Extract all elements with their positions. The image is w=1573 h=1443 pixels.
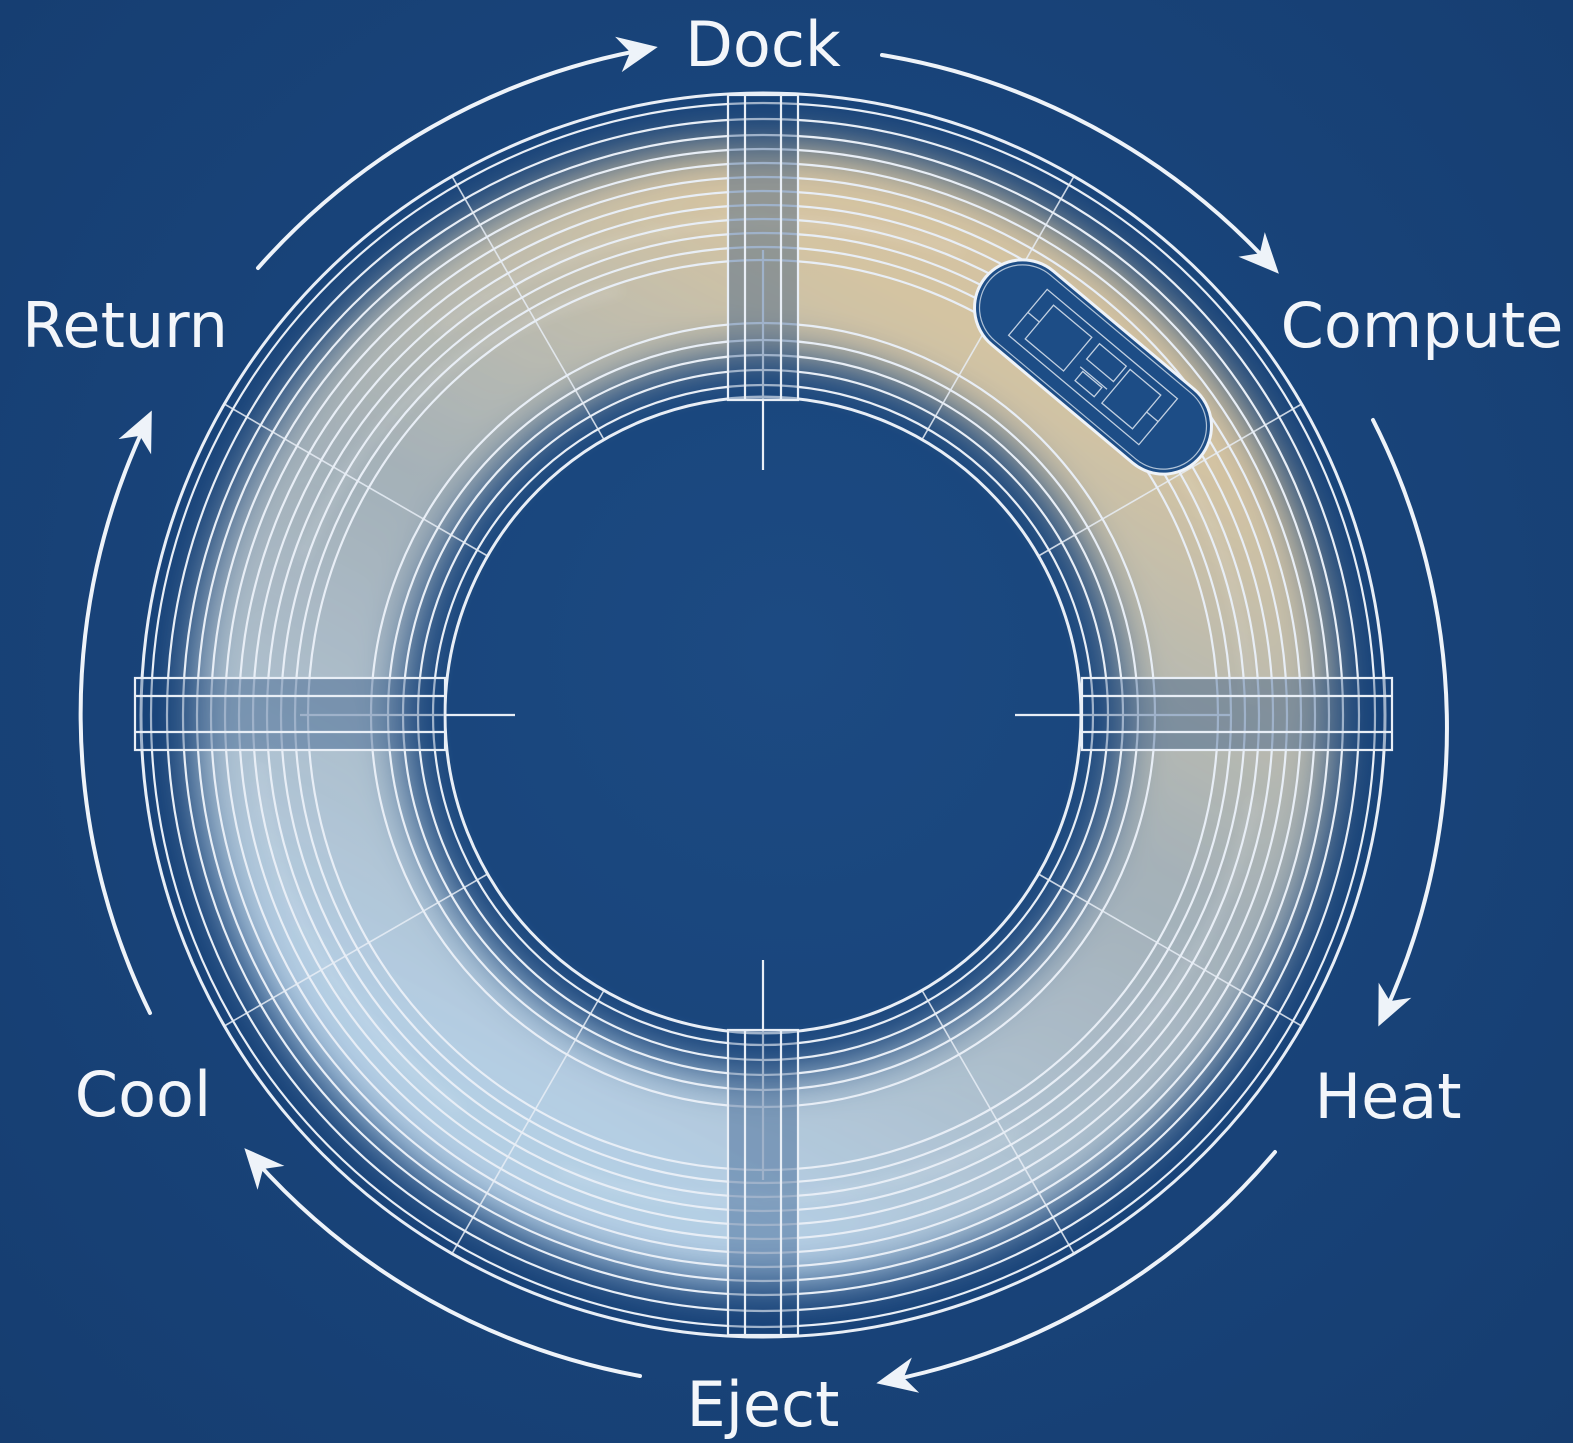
- radial-spoke: [223, 873, 488, 1027]
- stage-label-compute: Compute: [1281, 289, 1564, 362]
- arrow-dock-to-compute: [880, 53, 1279, 274]
- ring-line: [165, 117, 1361, 1313]
- radial-spoke: [1038, 403, 1303, 557]
- ring-line: [209, 161, 1317, 1269]
- ring-line: [416, 368, 1110, 1062]
- stage-label-return: Return: [22, 289, 228, 362]
- cycle-arrows: [78, 36, 1449, 1393]
- radial-spoke: [451, 175, 605, 440]
- ring-line: [251, 203, 1275, 1227]
- arrow-heat-to-eject: [876, 1150, 1277, 1393]
- ring-line: [443, 395, 1083, 1035]
- radial-spoke: [921, 990, 1075, 1255]
- ring-line: [195, 147, 1331, 1283]
- capsule-hull: [973, 258, 1213, 476]
- port-bottom: [726, 1028, 800, 1337]
- ring-line: [293, 245, 1233, 1185]
- stage-label-cool: Cool: [75, 1058, 211, 1131]
- port-top: [726, 93, 800, 402]
- capsule-interior: [1007, 288, 1179, 446]
- ring-line: [223, 175, 1303, 1255]
- radial-spoke: [1038, 873, 1303, 1027]
- ring-line: [181, 133, 1345, 1297]
- stage-labels: Dock Compute Heat Eject Cool Return: [22, 8, 1563, 1441]
- cardinal-markers: [133, 93, 1394, 1337]
- ring-line: [149, 101, 1377, 1329]
- ring-line: [237, 189, 1289, 1241]
- radial-spoke: [451, 990, 605, 1255]
- stage-label-dock: Dock: [685, 8, 841, 81]
- arrow-cool-to-return: [78, 410, 152, 1015]
- stage-label-heat: Heat: [1314, 1060, 1461, 1133]
- arrow-return-to-dock: [256, 36, 658, 270]
- arrow-compute-to-heat: [1371, 418, 1449, 1027]
- ring-line: [139, 91, 1387, 1339]
- arrow-eject-to-cool: [244, 1148, 642, 1378]
- stage-label-eject: Eject: [687, 1368, 840, 1441]
- radial-spoke: [223, 403, 488, 557]
- ring-line: [279, 231, 1247, 1199]
- ring-line: [265, 217, 1261, 1213]
- capsule-pod-icon: [973, 258, 1213, 476]
- port-right: [1080, 676, 1394, 752]
- ring-line: [431, 383, 1095, 1047]
- port-left: [133, 676, 447, 752]
